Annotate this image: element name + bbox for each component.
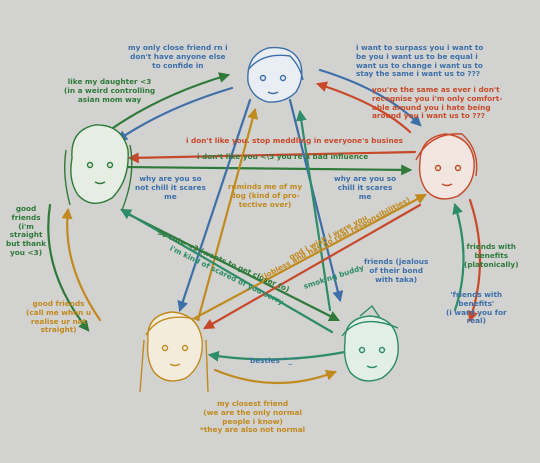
label-closest-friend: my closest friend (we are the only norma…	[200, 399, 306, 435]
arc-bottomright-to-right	[452, 202, 465, 312]
label-stop-meddling: i don't like you. stop meddling in every…	[186, 136, 403, 145]
arc-top-to-left	[108, 72, 231, 132]
arc-right-to-bottomright	[467, 198, 482, 323]
chord-top-to-bottomright-blue	[288, 98, 344, 303]
chord-top-to-bottomleft-blue	[177, 98, 252, 313]
character-bottom-left	[139, 311, 209, 393]
label-besties: besties ^_^	[250, 356, 299, 365]
character-right	[415, 133, 478, 200]
character-bottom-right	[341, 304, 399, 382]
arc-left-to-top	[116, 86, 234, 142]
character-top	[247, 46, 304, 103]
arc-bottom-closest	[213, 368, 338, 385]
label-reminds-of-dog: reminds me of my dog (kind of pro- tecti…	[228, 182, 303, 209]
label-surpass-you: i want to surpass you i want to be you i…	[356, 43, 484, 79]
chord-bottomleft-to-right-gold	[193, 193, 427, 320]
label-friends-benefits-real: 'friends with benefits' (i want you for …	[446, 290, 507, 326]
label-friends-benefits-platonic: friends with benefits (platonically)	[464, 242, 519, 269]
chord-right-to-bottomleft-red	[203, 203, 422, 330]
chord-left-to-bottomright-green	[128, 213, 340, 322]
label-only-close-friend: my only close friend rn i don't have any…	[128, 43, 228, 70]
label-good-friends-straight: good friends (i'm straight but thank you…	[6, 204, 47, 257]
label-same-as-ever: you're the same as ever i don't recognis…	[372, 85, 503, 121]
chord-bottomleft-to-top-gold	[196, 107, 259, 322]
arc-bottom-besties	[207, 350, 347, 362]
character-left	[63, 124, 133, 211]
label-jealous-friends: friends (jealous of their bond with taka…	[364, 257, 429, 284]
arc-left-to-bottomleft	[61, 207, 102, 322]
chord-right-to-left-red	[127, 150, 417, 164]
chord-bottomright-to-top-teal	[295, 109, 332, 312]
label-so-chill: why are you so chill it scares me	[334, 174, 397, 201]
label-not-chill: why are you so not chill it scares me	[135, 174, 206, 201]
chord-bottomright-to-left-teal	[120, 208, 334, 334]
label-like-my-daughter: like my daughter <3 (in a weird controll…	[64, 77, 156, 104]
label-good-friends-call-me: good friends (call me when u realise ur …	[26, 299, 92, 335]
label-bad-influence: i don't like you <\3 you're a bad influe…	[197, 152, 369, 161]
arc-top-to-right	[318, 68, 422, 127]
arc-bottomleft-to-left	[47, 203, 90, 332]
arc-right-to-top	[315, 81, 412, 134]
chord-left-to-right-green	[118, 164, 413, 176]
